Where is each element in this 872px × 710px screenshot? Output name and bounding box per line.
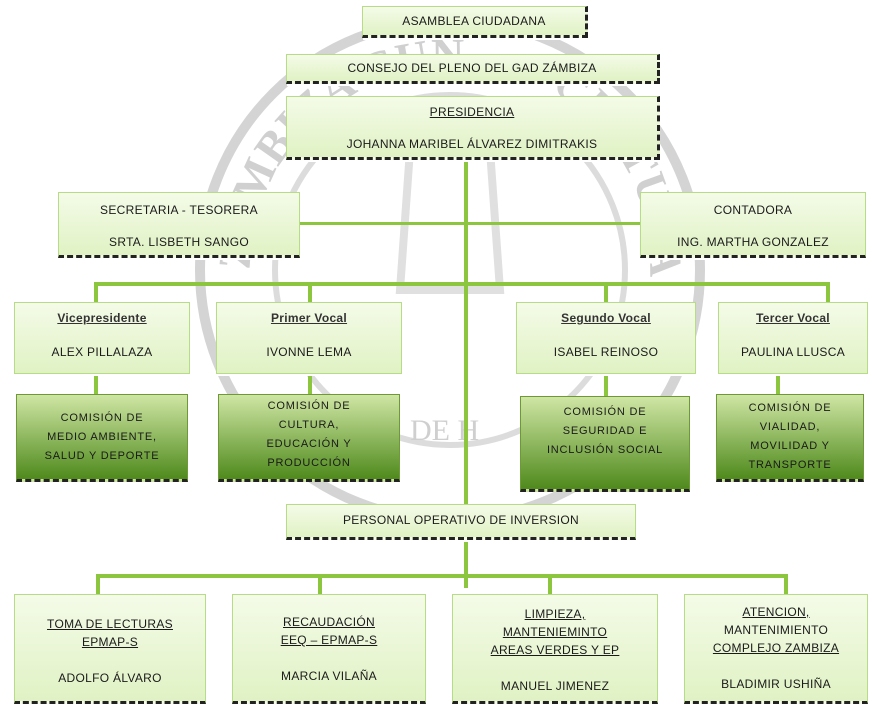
operativo-1-name: ADOLFO ÁLVARO xyxy=(58,671,162,685)
asamblea-box: ASAMBLEA CIUDADANA xyxy=(362,6,588,38)
personal-box: PERSONAL OPERATIVO DE INVERSION xyxy=(286,504,636,540)
comision-3-line-3: INCLUSIÓN SOCIAL xyxy=(546,444,664,456)
secretaria-title: SECRETARIA - TESORERA xyxy=(100,203,258,217)
comision-3-line-2: SEGURIDAD E xyxy=(562,425,648,437)
vocal-title-4: Tercer Vocal xyxy=(756,311,830,325)
vocal-drop-2 xyxy=(308,282,312,306)
operativos-bus xyxy=(96,574,788,578)
operativo-box-1: TOMA DE LECTURAS EPMAP-S ADOLFO ÁLVARO xyxy=(14,594,206,704)
personal-label: PERSONAL OPERATIVO DE INVERSION xyxy=(342,513,580,527)
operativo-2-title-1: RECAUDACIÓN xyxy=(283,615,375,629)
comision-2-line-3: EDUCACIÓN Y xyxy=(266,438,352,450)
operativo-3-title-2: MANTENIEMINTO xyxy=(502,625,608,639)
comision-box-1: COMISIÓN DE MEDIO AMBIENTE, SALUD Y DEPO… xyxy=(16,394,188,482)
consejo-label: CONSEJO DEL PLENO DEL GAD ZÁMBIZA xyxy=(347,61,597,75)
operativo-3-title-1: LIMPIEZA, xyxy=(524,607,586,621)
presidencia-title: PRESIDENCIA xyxy=(429,105,515,119)
comision-box-3: COMISIÓN DE SEGURIDAD E INCLUSIÓN SOCIAL xyxy=(520,396,690,492)
comision-1-line-1: COMISIÓN DE xyxy=(60,411,144,424)
vocal-name-2: IVONNE LEMA xyxy=(266,345,352,359)
presidencia-name: JOHANNA MARIBEL ÁLVAREZ DIMITRAKIS xyxy=(346,137,598,151)
com-drop-1 xyxy=(94,374,98,396)
vocal-box-1: Vicepresidente ALEX PILLALAZA xyxy=(14,302,190,374)
operativo-4-title-3: COMPLEJO ZAMBIZA xyxy=(712,641,840,655)
operativo-2-title-2: EEQ – EPMAP-S xyxy=(280,633,378,647)
vocal-box-4: Tercer Vocal PAULINA LLUSCA xyxy=(718,302,868,374)
consejo-box: CONSEJO DEL PLENO DEL GAD ZÁMBIZA xyxy=(286,54,660,84)
op-drop-2 xyxy=(318,574,322,596)
comision-2-line-2: CULTURA, xyxy=(278,419,340,431)
operativo-1-title-1: TOMA DE LECTURAS xyxy=(47,617,173,631)
vocal-title-1: Vicepresidente xyxy=(57,311,147,325)
contadora-title: CONTADORA xyxy=(713,203,793,217)
secretaria-box: SECRETARIA - TESORERA SRTA. LISBETH SANG… xyxy=(58,192,300,258)
secretaria-name: SRTA. LISBETH SANGO xyxy=(109,235,249,249)
comision-box-2: COMISIÓN DE CULTURA, EDUCACIÓN Y PRODUCC… xyxy=(218,394,400,482)
op-drop-4 xyxy=(784,574,788,596)
vocal-drop-4 xyxy=(826,282,830,306)
contadora-box: CONTADORA ING. MARTHA GONZALEZ xyxy=(640,192,866,258)
comision-4-line-3: MOVILIDAD Y xyxy=(750,440,830,452)
vocal-name-4: PAULINA LLUSCA xyxy=(740,345,846,359)
vocal-title-2: Primer Vocal xyxy=(270,311,348,325)
com-drop-3 xyxy=(604,374,608,396)
vocal-drop-1 xyxy=(94,282,98,306)
comision-1-line-3: SALUD Y DEPORTE xyxy=(44,449,160,462)
comision-4-line-4: TRANSPORTE xyxy=(748,459,832,471)
comision-3-line-1: COMISIÓN DE xyxy=(563,406,647,418)
operativo-4-title-2: MANTENIMIENTO xyxy=(723,623,829,637)
vocal-name-1: ALEX PILLALAZA xyxy=(51,345,153,359)
main-trunk-line xyxy=(464,160,468,588)
operativo-4-title-1: ATENCION, xyxy=(742,605,810,619)
vocal-title-3: Segundo Vocal xyxy=(561,311,651,325)
comision-4-line-2: VIALIDAD, xyxy=(759,421,821,433)
operativo-1-title-2: EPMAP-S xyxy=(81,635,139,649)
operativo-box-3: LIMPIEZA, MANTENIEMINTO AREAS VERDES Y E… xyxy=(452,594,658,704)
comision-4-line-1: COMISIÓN DE xyxy=(748,402,832,414)
vocales-bus xyxy=(94,282,830,286)
operativo-box-4: ATENCION, MANTENIMIENTO COMPLEJO ZAMBIZA… xyxy=(684,594,868,704)
vocal-name-3: ISABEL REINOSO xyxy=(553,345,659,359)
comision-1-line-2: MEDIO AMBIENTE, xyxy=(47,430,157,443)
vocal-box-3: Segundo Vocal ISABEL REINOSO xyxy=(516,302,696,374)
contadora-name: ING. MARTHA GONZALEZ xyxy=(677,235,829,249)
comision-2-line-4: PRODUCCIÓN xyxy=(267,457,351,469)
op-drop-1 xyxy=(96,574,100,596)
com-drop-4 xyxy=(776,374,780,396)
asamblea-label: ASAMBLEA CIUDADANA xyxy=(402,14,546,28)
comision-box-4: COMISIÓN DE VIALIDAD, MOVILIDAD Y TRANSP… xyxy=(716,394,864,482)
vocal-box-2: Primer Vocal IVONNE LEMA xyxy=(216,302,402,374)
com-drop-2 xyxy=(308,374,312,396)
op-drop-3 xyxy=(548,574,552,596)
comision-2-line-1: COMISIÓN DE xyxy=(267,400,351,412)
vocal-drop-3 xyxy=(604,282,608,306)
operativo-2-name: MARCIA VILAÑA xyxy=(281,669,377,683)
operativo-4-name: BLADIMIR USHIÑA xyxy=(721,677,831,691)
operativo-3-name: MANUEL JIMENEZ xyxy=(500,679,610,693)
secretaria-connector xyxy=(300,222,640,225)
seal-bottom-text: DE H xyxy=(410,414,479,447)
presidencia-box: PRESIDENCIA JOHANNA MARIBEL ÁLVAREZ DIMI… xyxy=(286,96,660,160)
operativo-3-title-3: AREAS VERDES Y EP xyxy=(490,643,620,657)
operativo-box-2: RECAUDACIÓN EEQ – EPMAP-S MARCIA VILAÑA xyxy=(232,594,426,704)
